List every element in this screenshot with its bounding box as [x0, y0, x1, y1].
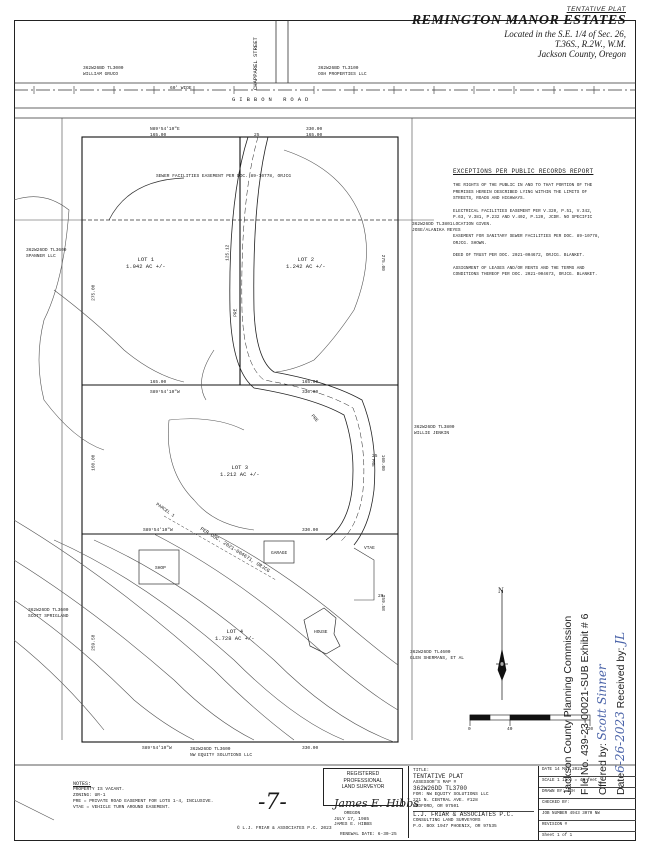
pre-label-2: PRE	[369, 458, 375, 467]
twenty-label: 20	[378, 594, 384, 599]
bottom-total: 330.00	[302, 746, 319, 751]
top-lot2: 165.00	[306, 133, 323, 138]
owner-south: 362W26DD TL3600 NW EQUITY SOLUTIONS LLC	[190, 747, 253, 758]
lot3-bearing: S89°54'10"W	[143, 528, 173, 533]
shop-label: SHOP	[155, 566, 166, 571]
exception-item: THE RIGHTS OF THE PUBLIC IN AND TO THAT …	[453, 183, 593, 201]
stamp-line-2: File No. 439-23-00021-SUB Exhibit # 6	[579, 613, 591, 795]
planning-commission-stamp: Jackson County Planning Commission File …	[560, 495, 640, 795]
exception-item: ELECTRICAL FACILITIES EASEMENT PER V.320…	[453, 208, 593, 227]
mid-lot1: 165.00	[150, 380, 167, 385]
offered-by-signature: Scott Sinner	[595, 664, 609, 741]
lot2-east-dim: 275.00	[379, 254, 385, 271]
scale-mark-0: 0	[468, 727, 471, 732]
exceptions-heading: EXCEPTIONS PER PUBLIC RECORDS REPORT	[453, 168, 594, 175]
surveyor-date: JULY 17, 1985	[334, 817, 370, 822]
scale-mark-120: 120	[585, 727, 594, 732]
owner-east-upper: 362W26DD TL3801 JOSE/ALANIKA REYES	[412, 222, 461, 233]
note-line: ZONING: UR-1	[73, 793, 106, 798]
notes-heading: NOTES:	[73, 781, 92, 787]
lot3-east-dim: 160.00	[379, 454, 385, 471]
north-label: N	[498, 586, 504, 595]
bottom-bearing: S89°54'10"W	[142, 746, 172, 751]
location-line-3: Jackson County, Oregon	[537, 49, 626, 59]
note-line: PRE = PRIVATE ROAD EASEMENT FOR LOTS 1-4…	[73, 799, 214, 804]
owner-nw: 362W26BD TL3000 WILLIAM GRUCO	[83, 66, 124, 77]
copyright: © L.J. FRIAR & ASSOCIATES P.C. 2023	[237, 826, 332, 831]
subdivision-name: REMINGTON MANOR ESTATES	[411, 13, 626, 28]
lot-4: LOT 4 1.728 AC +/-	[215, 628, 255, 642]
plat-type: TENTATIVE PLAT	[566, 6, 626, 13]
surveyor-name: JAMES E. HIBBS	[334, 822, 372, 827]
stamp-line-4: Date6-26-2023 Received by: JL	[613, 631, 627, 795]
sheet-info: DATE 14 MAY 2023 SCALE 1 inch = 40 feet …	[538, 766, 636, 841]
stamp-line-3: Offered by: Scott Sinner	[595, 664, 609, 795]
chapparel-street-label: CHAPPAREL STREET	[252, 37, 259, 90]
sewer-easement-label: SEWER FACILITIES EASEMENT PER DOC. 89-10…	[156, 174, 292, 179]
surveyor-details: OREGON	[344, 811, 361, 816]
received-by-signature: JL	[613, 631, 627, 645]
page-number: -7-	[258, 790, 287, 815]
gibbon-road	[14, 20, 636, 119]
location-line-1: Located in the S.E. 1/4 of Sec. 26,	[504, 29, 626, 39]
exception-item: ASSIGNMENT OF LEASES AND/OR RENTS AND TH…	[453, 265, 598, 278]
top-lot1: 165.00	[150, 133, 167, 138]
lot3-west-dim: 160.00	[91, 454, 97, 471]
lot-3: LOT 3 1.212 AC +/-	[220, 464, 260, 478]
road-width: 60' WIDE	[170, 86, 192, 91]
owner-west-upper: 362W26DD TL3600 SPANNER LLC	[26, 248, 67, 259]
note-line: VTAE = VEHICLE TURN AROUND EASEMENT.	[73, 805, 171, 810]
vtae-label: VTAE	[364, 546, 375, 551]
w25-label: 25	[372, 454, 378, 459]
top-bearing: N89°54'10"E	[150, 127, 180, 132]
shop-building	[138, 549, 180, 585]
mid-lot2: 165.00	[302, 380, 319, 385]
owner-east-mid: 362W26DD TL3800 WILLIE JENKIN	[414, 425, 455, 436]
owner-ne: 362W26BD TL3100 OSH PROPERTIES LLC	[318, 66, 367, 77]
private-road-easement	[229, 136, 376, 546]
gibbon-road-label: GIBBON ROAD	[232, 96, 313, 103]
surveyor-signature: James E. Hibbs	[334, 797, 419, 810]
mid-bearing: S89°54'10"W	[150, 390, 180, 395]
contour-lines	[14, 149, 399, 821]
stamp-line-1: Jackson County Planning Commission	[562, 615, 574, 795]
road-dim: 125.12	[225, 244, 231, 261]
lot1-west-dim: 275.00	[91, 284, 97, 301]
north-arrow-icon	[496, 590, 508, 700]
title-block: TENTATIVE PLAT REMINGTON MANOR ESTATES L…	[326, 6, 626, 59]
plat-drawing	[14, 20, 636, 821]
scale-mark-40: 40	[507, 727, 513, 732]
garage-label: GARAGE	[271, 551, 288, 556]
date-handwritten: 6-26-2023	[613, 711, 627, 773]
property-boundary	[81, 136, 399, 743]
pre-label-1: PRE	[233, 308, 239, 317]
exception-item: EASEMENT FOR SANITARY SEWER FACILITIES P…	[453, 234, 600, 246]
lot-1: LOT 1 1.042 AC +/-	[126, 256, 166, 270]
renewal-date: RENEWAL DATE: 6-30-25	[340, 832, 397, 837]
easement-width: 25	[254, 133, 260, 138]
exception-item: DEED OF TRUST PER DOC. 2021-004672, ORJC…	[453, 253, 585, 258]
owner-east-lower: 362W26DD TL4600 GLEN SHERMANS, ET AL	[410, 650, 465, 661]
lot3-total: 330.00	[302, 528, 319, 533]
surveyor-stamp: REGISTERED PROFESSIONAL LAND SURVEYOR	[323, 768, 403, 806]
note-line: PROPERTY IS VACANT.	[73, 787, 125, 792]
owner-west-lower: 362W26DD TL3600 SCOTT SPRIGLAND	[28, 608, 69, 619]
house-building	[303, 607, 341, 655]
top-total: 330.00	[306, 127, 323, 132]
project-info: TITLE: TENTATIVE PLAT ASSESSOR'S MAP # 3…	[408, 766, 538, 838]
location-line-2: T.36S., R.2W., W.M.	[554, 39, 626, 49]
house-label: HOUSE	[314, 630, 328, 635]
lot-2: LOT 2 1.242 AC +/-	[286, 256, 326, 270]
garage-building	[263, 540, 295, 564]
lot4-west-dim: 259.58	[91, 634, 97, 651]
notes-block: NOTES: PROPERTY IS VACANT. ZONING: UR-1 …	[73, 781, 213, 811]
mid-total: 330.00	[302, 390, 319, 395]
exceptions-block: EXCEPTIONS PER PUBLIC RECORDS REPORT THE…	[453, 168, 603, 285]
scale-bar	[469, 714, 591, 726]
